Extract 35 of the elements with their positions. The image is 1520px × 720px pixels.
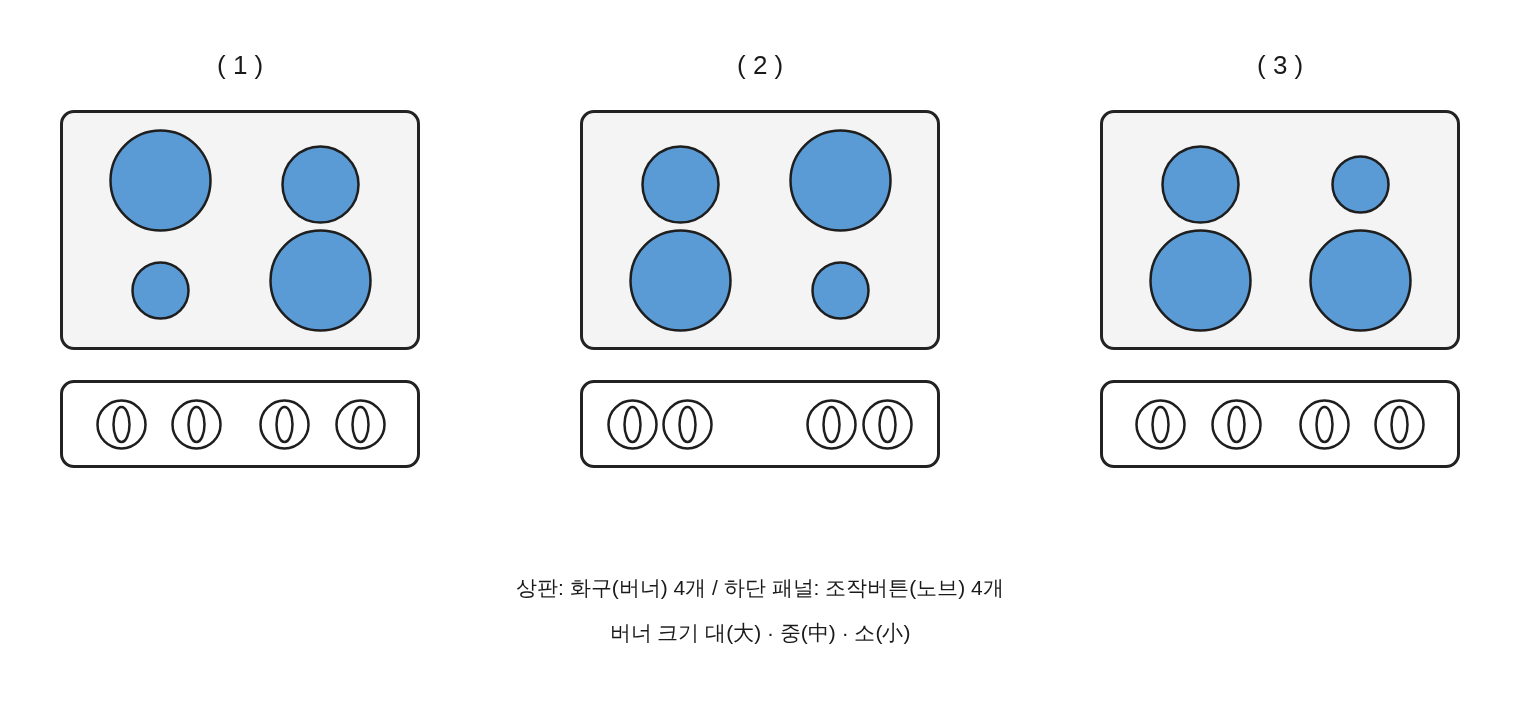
control-knob xyxy=(606,398,658,450)
option-heading: ( 2 ) xyxy=(737,50,784,82)
burner-circle xyxy=(1308,228,1412,332)
burner-circle xyxy=(1160,144,1240,224)
control-knob xyxy=(1373,398,1425,450)
control-panel xyxy=(1100,380,1460,468)
burner-circle xyxy=(640,144,720,224)
control-knob xyxy=(334,398,386,450)
cooktop-panel xyxy=(1100,110,1460,350)
burner-circle xyxy=(1330,154,1390,214)
burner-circle xyxy=(130,260,190,320)
burner-circle xyxy=(1148,228,1252,332)
control-knob xyxy=(661,398,713,450)
control-knob xyxy=(1298,398,1350,450)
caption-text: 버너 크기 대(大) · 중(中) · 소(小) xyxy=(609,620,911,646)
burner-circle xyxy=(788,128,892,232)
control-knob xyxy=(1134,398,1186,450)
cooktop-panel xyxy=(580,110,940,350)
caption-text: 상판: 화구(버너) 4개 / 하단 패널: 조작버튼(노브) 4개 xyxy=(516,575,1004,601)
control-knob xyxy=(861,398,913,450)
control-knob xyxy=(170,398,222,450)
control-panel xyxy=(580,380,940,468)
burner-circle xyxy=(268,228,372,332)
burner-circle xyxy=(108,128,212,232)
option-heading: ( 3 ) xyxy=(1257,50,1304,82)
control-knob xyxy=(1210,398,1262,450)
cooktop-panel xyxy=(60,110,420,350)
burner-circle xyxy=(810,260,870,320)
burner-circle xyxy=(628,228,732,332)
control-knob xyxy=(258,398,310,450)
control-panel xyxy=(60,380,420,468)
burner-circle xyxy=(280,144,360,224)
option-heading: ( 1 ) xyxy=(217,50,264,82)
control-knob xyxy=(95,398,147,450)
control-knob xyxy=(805,398,857,450)
